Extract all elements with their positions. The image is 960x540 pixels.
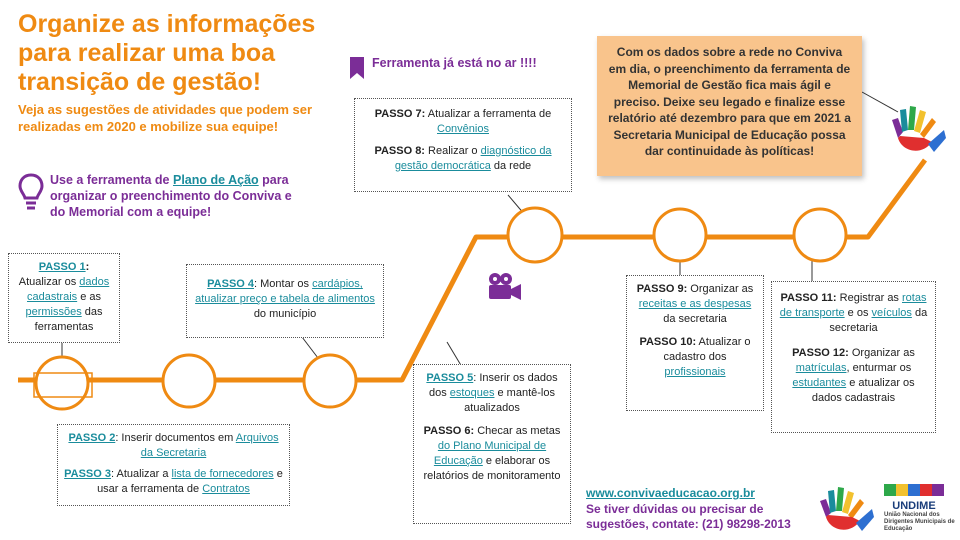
passo-12-label: PASSO 12: [792, 347, 849, 359]
passo-8-text-2: da rede [490, 160, 532, 172]
connector-4 [301, 336, 319, 359]
hands-logo-icon [892, 106, 946, 152]
arquivos-secretaria-link[interactable]: Arquivos da Secretaria [140, 432, 279, 459]
conviva-hands-logo-icon [820, 487, 874, 531]
step-circle-1 [34, 355, 90, 411]
step-box-2-3: PASSO 2: Inserir documentos em Arquivos … [57, 424, 290, 506]
passo-12-text-2: , enturmar os [846, 362, 912, 374]
plano-municipal-link[interactable]: do Plano Municipal de Educação [433, 440, 547, 467]
bookmark-icon [350, 57, 364, 79]
undime-subtitle: União Nacional dos Dirigentes Municipais… [884, 512, 955, 532]
info-note: Com os dados sobre a rede no Conviva em … [597, 36, 862, 176]
step-circle-9 [652, 207, 708, 263]
dados-cadastrais-link[interactable]: dados cadastrais [27, 276, 110, 303]
undime-logo: UNDIME [884, 484, 944, 512]
step-circle-1-frame [33, 372, 93, 398]
diagnostico-link[interactable]: diagnóstico da gestão democrática [394, 145, 552, 172]
passo-11-label: PASSO 11: [780, 292, 837, 304]
passo-9-text: Organizar as [687, 283, 754, 295]
step-box-4: PASSO 4: Montar os cardápios, atualizar … [186, 264, 384, 338]
receitas-despesas-link[interactable]: receitas e as despesas [638, 298, 752, 310]
passo-4-text-2: do município [253, 308, 317, 320]
tip-prefix: Use a ferramenta de [50, 173, 173, 187]
step-circle-11 [792, 207, 848, 263]
movie-camera-icon [489, 273, 521, 300]
lista-fornecedores-link[interactable]: lista de fornecedores [171, 468, 274, 480]
passo-3-text: : Atualizar a [111, 468, 172, 480]
tip-suffix: para organizar o preenchimento do Conviv… [50, 173, 292, 219]
passo-8-label: PASSO 8: [374, 145, 425, 157]
step-box-9-10: PASSO 9: Organizar as receitas e as desp… [626, 275, 764, 411]
contratos-link[interactable]: Contratos [202, 483, 250, 495]
passo-11-text: Registrar as [836, 292, 902, 304]
step-box-1: PASSO 1: Atualizar os dados cadastrais e… [8, 253, 120, 343]
passo-9-label: PASSO 9: [636, 283, 688, 295]
convenios-link[interactable]: Convênios [437, 123, 489, 135]
connector-5 [446, 341, 463, 368]
rotas-transporte-link[interactable]: rotas de transporte [779, 292, 927, 319]
passo-6-label: PASSO 6: [423, 425, 475, 437]
tip-text: Use a ferramenta de Plano de Ação para o… [50, 172, 310, 220]
step-box-11-12: PASSO 11: Registrar as rotas de transpor… [771, 281, 936, 433]
passo-12-text-3: e atualizar os dados cadastrais [811, 377, 915, 404]
passo-1-text-3: das ferramentas [34, 306, 103, 333]
step-box-5-6: PASSO 5: Inserir os dados dos estoques e… [413, 364, 571, 524]
profissionais-link[interactable]: profissionais [664, 366, 726, 378]
connector-note [861, 91, 899, 113]
passo-7-label: PASSO 7: [374, 108, 426, 120]
passo-1-colon: : [85, 261, 90, 273]
passo-3-link[interactable]: PASSO 3 [64, 468, 111, 480]
step-box-7-8: PASSO 7: Atualizar a ferramenta de Convê… [354, 98, 572, 192]
progress-path [18, 158, 928, 383]
step-circle-2 [161, 353, 217, 409]
passo-11-text-2: e os [844, 307, 872, 319]
passo-3-text-2: e usar a ferramenta de [97, 468, 283, 495]
step-circle-7 [506, 206, 564, 264]
passo-1-link[interactable]: PASSO 1 [38, 261, 86, 273]
undime-wordmark: UNDIME [892, 500, 935, 512]
passo-6-text-2: e elaborar os relatórios de monitorament… [423, 455, 561, 482]
passo-1-text-2: e as [80, 291, 101, 303]
passo-1-text: Atualizar os [18, 276, 80, 288]
passo-11-text-3: da secretaria [829, 307, 928, 334]
passo-2-link[interactable]: PASSO 2 [68, 432, 116, 444]
veiculos-link[interactable]: veículos [871, 307, 912, 319]
passo-5-text-2: e mantê-los atualizados [464, 387, 555, 414]
passo-7-text: Atualizar a ferramenta de [425, 108, 552, 120]
passo-2-text: : Inserir documentos em [115, 432, 236, 444]
permissoes-link[interactable]: permissões [25, 306, 82, 318]
passo-10-label: PASSO 10: [639, 336, 697, 348]
estudantes-link[interactable]: estudantes [792, 377, 847, 389]
estoques-link[interactable]: estoques [449, 387, 495, 399]
passo-10-text: Atualizar o cadastro dos [663, 336, 751, 363]
passo-5-link[interactable]: PASSO 5 [426, 372, 474, 384]
passo-6-text: Checar as metas [474, 425, 561, 437]
passo-12-text: Organizar as [848, 347, 915, 359]
step-circle-4 [302, 353, 358, 409]
website-link[interactable]: www.convivaeducacao.org.br [586, 486, 755, 500]
passo-8-text: Realizar o [424, 145, 481, 157]
matriculas-link[interactable]: matrículas [795, 362, 847, 374]
passo-4-text: : Montar os [254, 278, 313, 290]
live-banner: Ferramenta já está no ar !!!! [372, 56, 537, 70]
passo-5-text: : Inserir os dados dos [429, 372, 558, 399]
plano-de-acao-link[interactable]: Plano de Ação [172, 173, 259, 187]
passo-4-link[interactable]: PASSO 4 [207, 278, 255, 290]
page-subtitle: Veja as sugestões de atividades que pode… [18, 102, 313, 134]
page-title: Organize as informações para realizar um… [18, 10, 316, 96]
cardapios-link[interactable]: cardápios, atualizar preço e tabela de a… [195, 278, 375, 305]
lightbulb-icon [18, 173, 44, 210]
contact-text: Se tiver dúvidas ou precisar de sugestõe… [586, 502, 791, 531]
passo-9-text-2: da secretaria [663, 313, 727, 325]
